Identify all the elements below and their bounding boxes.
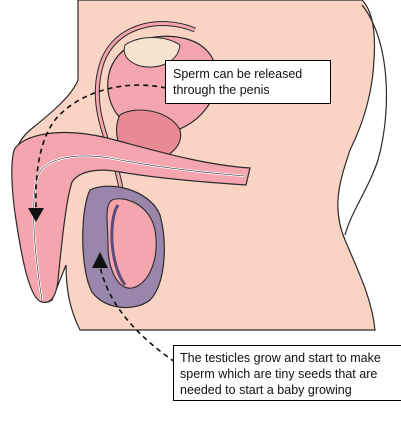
- callout-testicles: The testicles grow and start to make spe…: [173, 345, 401, 401]
- callout-text-line: Sperm can be released: [173, 66, 323, 82]
- callout-text-line: needed to start a baby growing: [180, 382, 401, 398]
- callout-text-line: through the penis: [173, 82, 323, 98]
- callout-sperm-release: Sperm can be released through the penis: [165, 60, 331, 104]
- callout-text-line: The testicles grow and start to make: [180, 350, 401, 366]
- callout-text-line: sperm which are tiny seeds that are: [180, 366, 401, 382]
